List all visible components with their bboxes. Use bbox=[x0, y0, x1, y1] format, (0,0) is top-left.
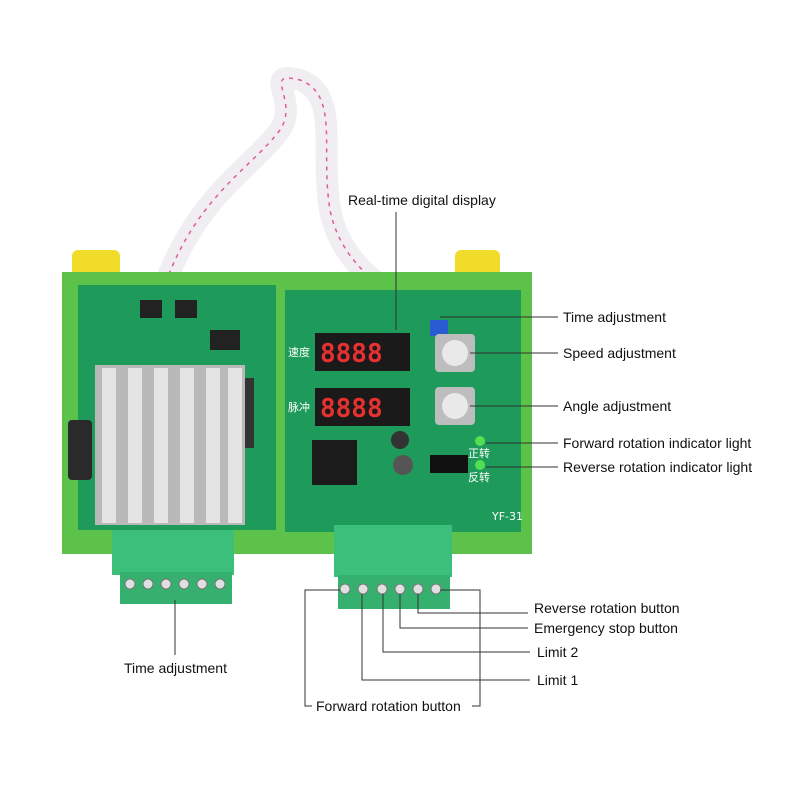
model-silk: YF-31 bbox=[491, 510, 523, 523]
speed-display: 8888 bbox=[320, 339, 383, 369]
label-limit1: Limit 1 bbox=[537, 672, 579, 688]
ribbon-cable bbox=[149, 67, 414, 311]
label-emergency-stop: Emergency stop button bbox=[534, 620, 678, 636]
label-forward-button: Forward rotation button bbox=[316, 698, 461, 714]
label-reverse-light: Reverse rotation indicator light bbox=[563, 459, 753, 475]
time-potentiometer bbox=[430, 320, 448, 336]
speed-knob bbox=[435, 334, 475, 372]
label-limit2: Limit 2 bbox=[537, 644, 579, 660]
label-speed-adjustment: Speed adjustment bbox=[563, 345, 676, 361]
label-display: Real-time digital display bbox=[348, 192, 496, 208]
terminal-block-right bbox=[334, 525, 452, 609]
speed-silk: 速度 bbox=[288, 345, 310, 359]
pulse-silk: 脉冲 bbox=[288, 400, 310, 414]
heatsink bbox=[95, 365, 245, 525]
reverse-led bbox=[475, 460, 485, 470]
label-forward-light: Forward rotation indicator light bbox=[563, 435, 752, 451]
terminal-block-left bbox=[112, 530, 234, 604]
label-time-adjustment-bottom: Time adjustment bbox=[124, 660, 227, 676]
forward-silk: 正转 bbox=[468, 446, 490, 460]
label-time-adjustment-top: Time adjustment bbox=[563, 309, 666, 325]
label-reverse-button: Reverse rotation button bbox=[534, 600, 680, 616]
label-angle-adjustment: Angle adjustment bbox=[563, 398, 672, 414]
angle-knob bbox=[435, 387, 475, 425]
forward-led bbox=[475, 436, 485, 446]
leader-lines bbox=[174, 212, 558, 707]
pulse-display: 8888 bbox=[320, 394, 383, 424]
reverse-silk: 反转 bbox=[468, 470, 490, 484]
